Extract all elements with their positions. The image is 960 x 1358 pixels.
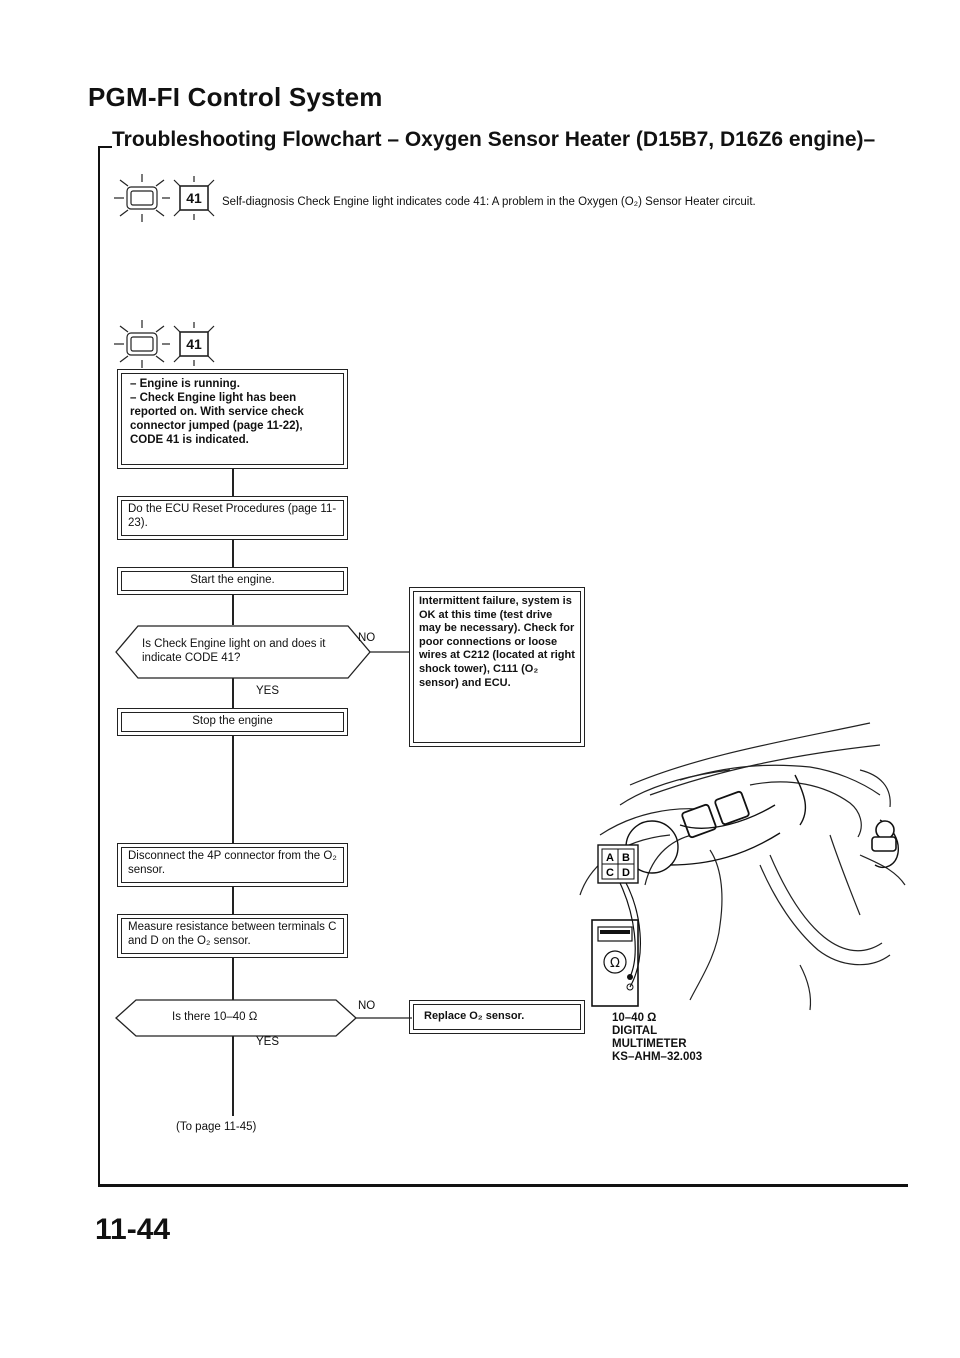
intermittent-failure-text: Intermittent failure, system is OK at th… <box>419 595 575 689</box>
step-stop-text: Stop the engine <box>192 715 273 727</box>
frame-top-line <box>98 146 112 148</box>
connector-line <box>232 736 234 844</box>
connector-line <box>232 678 234 708</box>
connector-line <box>232 469 234 496</box>
to-page-note: (To page 11-45) <box>176 1121 257 1133</box>
code-icon-text: 41 <box>186 190 202 206</box>
step-disconnect-box: Disconnect the 4P connector from the O₂ … <box>117 843 348 887</box>
condition-line-2: – Check Engine light has been reported o… <box>130 392 304 446</box>
page-title: PGM-FI Control System <box>88 82 383 112</box>
step-start-box: Start the engine. <box>117 567 348 595</box>
terminal-b-label: B <box>622 852 630 864</box>
replace-sensor-text: Replace O₂ sensor. <box>424 1010 525 1022</box>
meter-label-line-3: MULTIMETER <box>612 1038 687 1050</box>
step-reset-text: Do the ECU Reset Procedures (page 11-23)… <box>128 503 337 529</box>
page-subtitle: Troubleshooting Flowchart – Oxygen Senso… <box>112 128 876 151</box>
condition-line-1: – Engine is running. <box>130 378 240 390</box>
step-disconnect-text: Disconnect the 4P connector from the O₂ … <box>128 850 337 876</box>
decision-1-text: Is Check Engine light on and does it ind… <box>142 638 326 664</box>
terminal-c-label: C <box>606 867 614 879</box>
digital-multimeter-icon: Ω <box>591 882 641 1007</box>
check-engine-code-41-icon-small: 41 <box>114 320 215 368</box>
connector-line <box>232 540 234 567</box>
terminal-a-label: A <box>606 852 614 864</box>
engine-o2-sensor-illustration: A B C D Ω <box>579 722 906 1011</box>
connector-line <box>232 595 234 625</box>
connector-line <box>232 1036 234 1116</box>
decision-1-shape <box>115 625 410 679</box>
step-stop-box: Stop the engine <box>117 708 348 736</box>
condition-box: – Engine is running. – Check Engine ligh… <box>117 369 348 469</box>
step-measure-text: Measure resistance between terminals C a… <box>128 921 337 947</box>
terminal-d-label: D <box>622 867 630 879</box>
meter-part-number: KS–AHM–32.003 <box>612 1051 703 1063</box>
decision-2-no-label: NO <box>358 1000 376 1012</box>
svg-text:Ω: Ω <box>610 956 620 971</box>
meter-range-text: 10–40 Ω <box>612 1012 657 1024</box>
diagnosis-description: Self-diagnosis Check Engine light indica… <box>222 196 756 208</box>
frame-left-line <box>98 146 100 1186</box>
code-icon-text-2: 41 <box>186 336 202 352</box>
step-measure-box: Measure resistance between terminals C a… <box>117 914 348 958</box>
connector-line <box>232 887 234 914</box>
multimeter-label: 10–40 Ω DIGITAL MULTIMETER KS–AHM–32.003 <box>612 1012 702 1064</box>
connector-line <box>232 958 234 1000</box>
decision-2-text: Is there 10–40 Ω <box>172 1011 258 1023</box>
decision-2-yes-label: YES <box>256 1036 280 1048</box>
frame-bottom-line <box>98 1184 908 1187</box>
check-engine-code-41-icon: 41 <box>114 174 215 222</box>
step-reset-box: Do the ECU Reset Procedures (page 11-23)… <box>117 496 348 540</box>
replace-sensor-box: Replace O₂ sensor. <box>409 1000 585 1034</box>
decision-2-shape <box>115 999 412 1037</box>
decision-1-no-label: NO <box>358 632 376 644</box>
page-number: 11-44 <box>95 1213 171 1246</box>
intermittent-failure-box: Intermittent failure, system is OK at th… <box>409 587 585 747</box>
meter-label-line-2: DIGITAL <box>612 1025 658 1037</box>
step-start-text: Start the engine. <box>190 574 275 586</box>
decision-1-yes-label: YES <box>256 685 280 697</box>
